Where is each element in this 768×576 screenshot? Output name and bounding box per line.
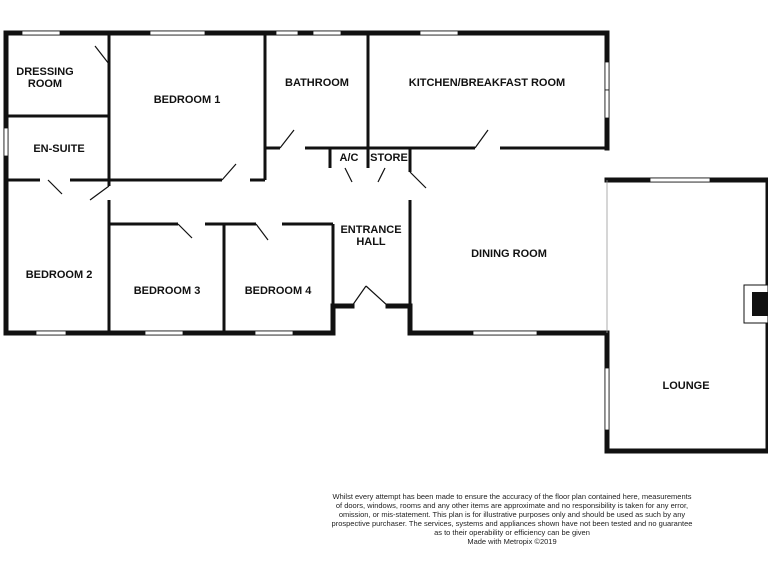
disclaimer-line: omission, or mis-statement. This plan is… bbox=[338, 510, 686, 519]
disclaimer-line: as to their operability or efficiency ca… bbox=[434, 528, 590, 537]
bedroom1-label: BEDROOM 1 bbox=[154, 94, 221, 106]
door-entrance-2 bbox=[365, 285, 389, 307]
store-label: STORE bbox=[370, 152, 408, 164]
door-en-suite bbox=[47, 179, 63, 195]
door-bathroom bbox=[279, 129, 295, 149]
disclaimer: Whilst every attempt has been made to en… bbox=[288, 492, 736, 546]
disclaimer-line: Whilst every attempt has been made to en… bbox=[332, 492, 692, 501]
door-dining bbox=[409, 171, 427, 189]
door-ac bbox=[344, 167, 353, 183]
interior-walls bbox=[6, 33, 607, 333]
made-with-credit: Made with Metropix ©2019 bbox=[467, 537, 557, 546]
entrance-hall-label-1: ENTRANCE bbox=[340, 224, 401, 236]
door-dressing bbox=[94, 45, 110, 65]
bedroom2-label: BEDROOM 2 bbox=[26, 269, 93, 281]
door-bedroom2 bbox=[89, 185, 110, 201]
dining-room-label: DINING ROOM bbox=[471, 248, 547, 260]
dressing-room-label-1: DRESSING bbox=[16, 66, 73, 78]
door-entrance bbox=[351, 285, 367, 307]
disclaimer-line: prospective purchaser. The services, sys… bbox=[331, 519, 693, 528]
lounge-label: LOUNGE bbox=[662, 380, 709, 392]
en-suite-label: EN-SUITE bbox=[33, 143, 84, 155]
ac-label: A/C bbox=[340, 152, 359, 164]
door-store bbox=[377, 167, 386, 183]
fireplace bbox=[743, 284, 768, 324]
disclaimer-line: of doors, windows, rooms and any other i… bbox=[335, 501, 689, 510]
door-bedroom1 bbox=[221, 163, 237, 181]
entrance-hall-label-2: HALL bbox=[356, 236, 386, 248]
bedroom3-label: BEDROOM 3 bbox=[134, 285, 201, 297]
door-bedroom3 bbox=[177, 223, 193, 239]
door-kitchen bbox=[474, 129, 489, 149]
outer-walls bbox=[3, 30, 768, 454]
kitchen-label: KITCHEN/BREAKFAST ROOM bbox=[409, 77, 565, 89]
door-bedroom4 bbox=[255, 223, 269, 241]
bedroom4-label: BEDROOM 4 bbox=[245, 285, 313, 297]
windows bbox=[3, 30, 711, 431]
dressing-room-label-2: ROOM bbox=[28, 78, 62, 90]
doors bbox=[47, 45, 489, 307]
bathroom-label: BATHROOM bbox=[285, 77, 349, 89]
